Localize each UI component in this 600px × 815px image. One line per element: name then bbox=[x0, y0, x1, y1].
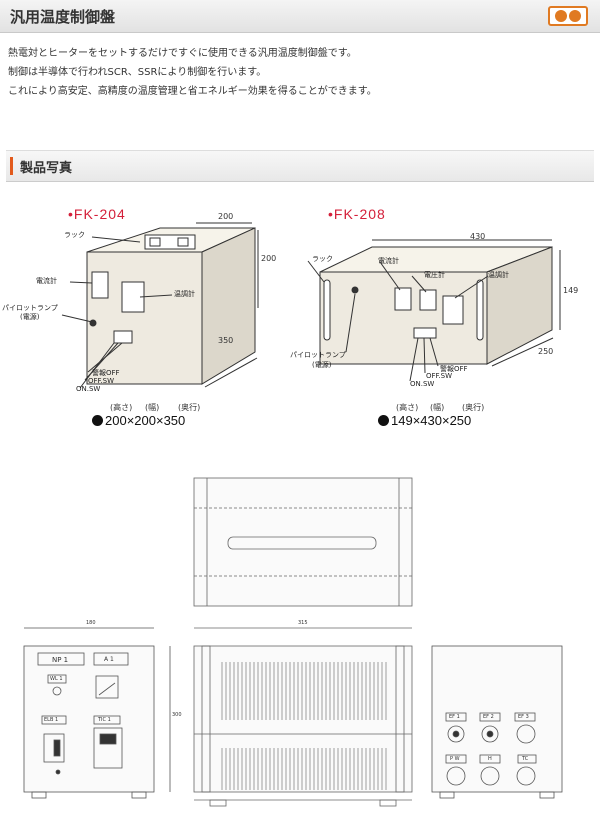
drawing-dim-width: 180 bbox=[86, 620, 96, 626]
rear-label-ef2: EF 2 bbox=[483, 714, 494, 720]
fk208-spec-header-h: (高さ) bbox=[396, 403, 419, 412]
fk204-spec-header-w: (幅) bbox=[145, 403, 160, 412]
fk208-label-on-sw: ON.SW bbox=[410, 380, 435, 388]
fk208-label-voltmeter: 電圧計 bbox=[424, 271, 445, 279]
fk208-label-rack: ラック bbox=[312, 255, 333, 263]
fk204-illustration bbox=[61, 222, 259, 389]
fk204-label-rack: ラック bbox=[64, 231, 85, 239]
section-title: 製品写真 bbox=[20, 161, 73, 176]
fk208-dim-width: 430 bbox=[470, 232, 486, 241]
fk208-label-off-sw: OFF.SW bbox=[426, 372, 453, 380]
drawing-dim-height: 300 bbox=[172, 712, 182, 718]
intro-line: 熱電対とヒーターをセットするだけですぐに使用できる汎用温度制御盤です。 bbox=[8, 48, 357, 59]
rear-label-pw: P W bbox=[450, 756, 460, 762]
front-label-wl: WL 1 bbox=[50, 676, 63, 682]
fk208-label-ammeter: 電流計 bbox=[378, 257, 399, 265]
front-label-a: A 1 bbox=[104, 656, 114, 663]
fk204-label-on-sw: ON.SW bbox=[76, 385, 101, 393]
page-header: 汎用温度制御盤 bbox=[0, 0, 600, 33]
vent-slots bbox=[221, 662, 387, 790]
fk208-label-pilot-sub: (電源) bbox=[312, 361, 332, 369]
rear-label-h: H bbox=[488, 756, 492, 762]
page-title: 汎用温度制御盤 bbox=[10, 8, 116, 26]
fk204-label-alarm: 警報OFF bbox=[92, 369, 120, 377]
fk208-model-name: •FK-208 bbox=[328, 206, 386, 222]
fk204-label-pilot: パイロットランプ bbox=[2, 304, 58, 312]
intro-line: これにより高安定、高精度の温度管理と省エネルギー効果を得ることができます。 bbox=[8, 86, 377, 97]
section-header: 製品写真 bbox=[6, 150, 594, 182]
fk208-dim-depth: 250 bbox=[538, 347, 554, 356]
bullet-icon bbox=[378, 415, 389, 426]
fk208-spec-header-w: (幅) bbox=[430, 403, 445, 412]
fk208-dim-height: 149 bbox=[563, 286, 579, 295]
rear-label-ef1: EF 1 bbox=[449, 714, 460, 720]
fk204-label-thermo: 温調計 bbox=[174, 290, 195, 298]
front-label-elb: ELB 1 bbox=[44, 717, 59, 723]
fk204-spec-header-d: (奥行) bbox=[178, 403, 201, 412]
fk208-label-alarm: 警報OFF bbox=[440, 365, 468, 373]
fk208-spec-header-d: (奥行) bbox=[462, 403, 485, 412]
bullet-icon bbox=[92, 415, 103, 426]
fk204-dim-height: 200 bbox=[261, 254, 277, 263]
double-circle-logo-icon bbox=[548, 6, 588, 26]
fk208-label-thermo: 温調計 bbox=[488, 271, 509, 279]
front-label-tic: TIC 1 bbox=[98, 717, 111, 723]
fk208-label-pilot: パイロットランプ bbox=[290, 351, 346, 359]
section-bar bbox=[10, 157, 13, 175]
fk208-spec: 149×430×250 bbox=[378, 413, 471, 428]
fk204-dim-width: 200 bbox=[218, 212, 234, 221]
fk204-spec-header-h: (高さ) bbox=[110, 403, 133, 412]
fk204-label-ammeter: 電流計 bbox=[36, 277, 57, 285]
side-view-drawing bbox=[193, 627, 413, 807]
top-view-drawing bbox=[193, 477, 413, 607]
fk204-label-pilot-sub: (電源) bbox=[20, 313, 40, 321]
fk208-illustration bbox=[307, 239, 561, 382]
front-label-np: NP 1 bbox=[52, 656, 69, 664]
fk204-label-off-sw: OFF.SW bbox=[88, 377, 115, 385]
front-view-drawing bbox=[23, 627, 171, 799]
rear-label-ef3: EF 3 bbox=[518, 714, 529, 720]
drawing-dim-depth: 315 bbox=[298, 620, 308, 626]
rear-view-drawing bbox=[431, 645, 563, 799]
fk204-dim-depth: 350 bbox=[218, 336, 234, 345]
fk204-model-name: •FK-204 bbox=[68, 206, 126, 222]
intro-text: 熱電対とヒーターをセットするだけですぐに使用できる汎用温度制御盤です。 制御は半… bbox=[8, 44, 377, 101]
fk204-spec: 200×200×350 bbox=[92, 413, 185, 428]
rear-label-tc: TC bbox=[522, 756, 529, 762]
intro-line: 制御は半導体で行われSCR、SSRにより制御を行います。 bbox=[8, 67, 267, 78]
